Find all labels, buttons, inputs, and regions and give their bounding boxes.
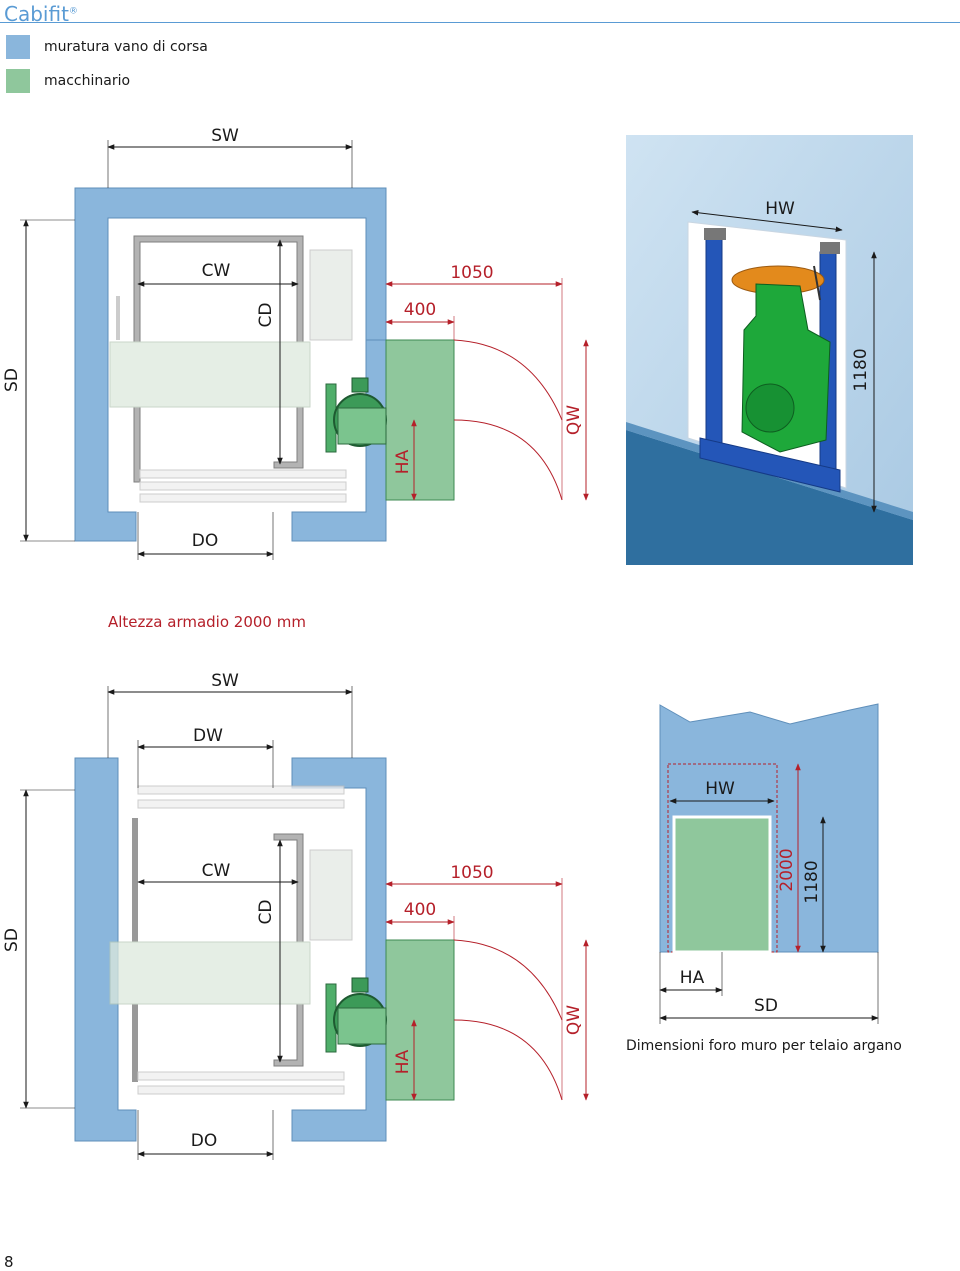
cabinet-height-title: Altezza armadio 2000 mm [108,613,306,631]
wall-label-ha: HA [680,968,705,988]
cabin-2 [109,785,353,1095]
dim-label-dw-2: DW [193,726,223,746]
machine-photo: HW 1180 [626,135,913,565]
dim-label-cd-1: CD [256,303,276,328]
wall-label-2000: 2000 [777,848,797,891]
motor-1 [325,377,387,453]
dim-label-1050-2: 1050 [450,863,493,883]
header-rule [0,22,960,23]
wall-label-sd: SD [754,996,778,1016]
page-number: 8 [4,1253,14,1271]
machine-area-1 [385,339,455,501]
legend-label-wall: muratura vano di corsa [44,39,208,55]
legend-swatch-machine [6,69,30,93]
machine-frame [672,815,772,954]
shaft-wall-1 [74,187,387,542]
dim-label-qw-2: QW [564,1005,584,1035]
diagram-1: SW SD CW CD DO 1050 400 QW HA [2,126,589,560]
dim-label-ha-1: HA [393,449,413,474]
dim-label-400-2: 400 [404,900,436,920]
motor-2 [325,977,387,1053]
diagram-2: SW DW SD CW CD DO 1050 400 QW HA [2,671,589,1160]
dim-label-sd-1: SD [2,368,22,392]
dim-label-do-1: DO [192,531,218,551]
dim-label-cw-1: CW [202,261,231,281]
wall-label-hw: HW [705,779,735,799]
dim-label-qw-1: QW [564,405,584,435]
dim-label-sw-2: SW [211,671,239,691]
door-swing-1 [453,419,563,501]
legend-label-machine: macchinario [44,73,131,89]
photo-label-hw: HW [765,199,795,219]
dim-label-cw-2: CW [202,861,231,881]
dim-label-do-2: DO [191,1131,217,1151]
legend-swatch-wall [6,35,30,59]
door-swing-2 [453,1019,563,1101]
wall-label-1180: 1180 [802,860,822,903]
dim-label-sw-1: SW [211,126,239,146]
photo-label-1180: 1180 [851,348,871,391]
dim-label-400-1: 400 [404,300,436,320]
machine-area-2 [385,939,455,1101]
dim-label-ha-2: HA [393,1049,413,1074]
cabin-1 [109,235,353,503]
dim-label-sd-2: SD [2,928,22,952]
shaft-wall-2-left [74,757,137,1142]
wall-opening: HW 2000 1180 HA SD [659,703,879,1024]
wall-opening-caption: Dimensioni foro muro per telaio argano [626,1038,902,1054]
dim-label-1050-1: 1050 [450,263,493,283]
dim-label-cd-2: CD [256,900,276,925]
